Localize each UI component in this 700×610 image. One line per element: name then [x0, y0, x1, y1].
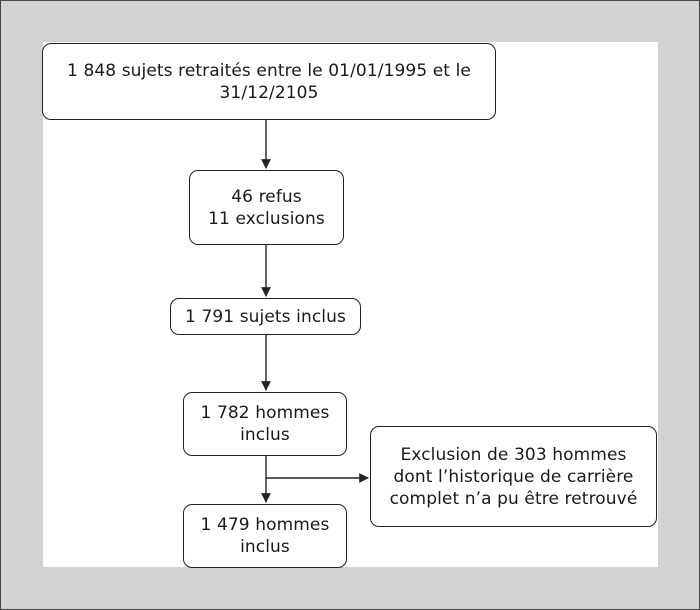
- start-box: 1 848 sujets retraités entre le 01/01/19…: [42, 43, 496, 120]
- refusals-box-line-1: 46 refus: [231, 186, 302, 207]
- exclusion-box-line-1: Exclusion de 303 hommes: [400, 444, 627, 465]
- included-men-box-line-2: inclus: [240, 425, 290, 445]
- final-men-box: 1 479 hommes inclus: [183, 504, 347, 568]
- included-men-box: 1 782 hommes inclus: [183, 392, 347, 456]
- exclusion-box-line-3: complet n’a pu être retrouvé: [389, 488, 638, 509]
- final-men-box-line-2: inclus: [240, 537, 290, 557]
- exclusion-box: Exclusion de 303 hommes dont l’historiqu…: [370, 426, 657, 527]
- included-men-box-line-1: 1 782 hommes: [200, 403, 330, 423]
- start-box-line-2: 31/12/2105: [219, 82, 319, 103]
- start-box-line-1: 1 848 sujets retraités entre le 01/01/19…: [67, 60, 471, 81]
- refusals-box: 46 refus 11 exclusions: [189, 170, 344, 245]
- exclusion-box-line-2: dont l’historique de carrière: [393, 466, 634, 487]
- refusals-box-line-2: 11 exclusions: [208, 208, 325, 229]
- included-subjects-box: 1 791 sujets inclus: [170, 298, 361, 335]
- final-men-box-line-1: 1 479 hommes: [200, 515, 330, 535]
- included-subjects-box-line-1: 1 791 sujets inclus: [185, 306, 346, 327]
